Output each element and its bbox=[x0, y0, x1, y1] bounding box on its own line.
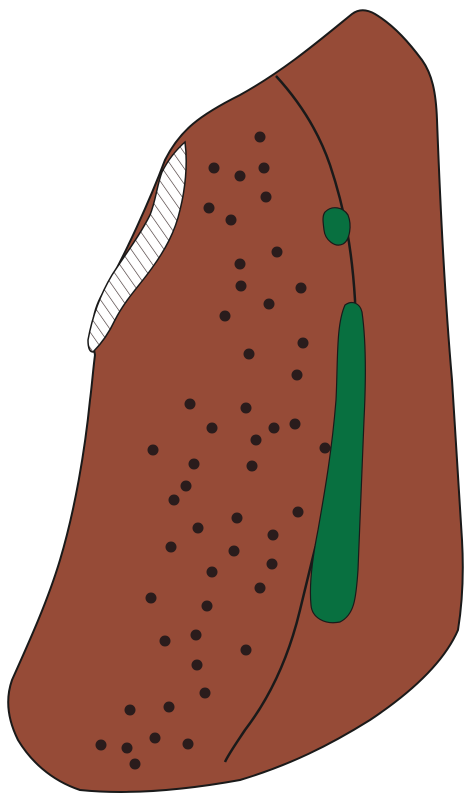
dot-marker bbox=[267, 559, 278, 570]
dot-marker bbox=[125, 705, 136, 716]
dot-marker bbox=[255, 132, 266, 143]
dot-marker bbox=[200, 688, 211, 699]
dot-marker bbox=[122, 743, 133, 754]
dot-marker bbox=[169, 495, 180, 506]
dot-marker bbox=[259, 163, 270, 174]
dot-marker bbox=[207, 423, 218, 434]
dot-marker bbox=[191, 630, 202, 641]
dot-marker bbox=[232, 513, 243, 524]
dot-marker bbox=[183, 739, 194, 750]
dot-marker bbox=[185, 399, 196, 410]
dot-marker bbox=[247, 461, 258, 472]
dot-marker bbox=[189, 459, 200, 470]
dot-marker bbox=[241, 403, 252, 414]
dot-marker bbox=[192, 660, 203, 671]
dot-marker bbox=[166, 542, 177, 553]
dot-marker bbox=[251, 435, 262, 446]
dot-marker bbox=[268, 530, 279, 541]
dot-marker bbox=[96, 740, 107, 751]
dot-marker bbox=[204, 203, 215, 214]
dot-marker bbox=[160, 636, 171, 647]
dot-marker bbox=[235, 259, 246, 270]
dot-marker bbox=[261, 192, 272, 203]
dot-marker bbox=[269, 423, 280, 434]
dot-marker bbox=[298, 338, 309, 349]
dot-marker bbox=[148, 445, 159, 456]
dot-marker bbox=[130, 759, 141, 770]
dot-marker bbox=[320, 443, 331, 454]
dot-marker bbox=[150, 733, 161, 744]
dot-marker bbox=[293, 507, 304, 518]
dot-marker bbox=[255, 583, 266, 594]
dot-marker bbox=[264, 299, 275, 310]
dot-marker bbox=[241, 645, 252, 656]
dot-marker bbox=[209, 163, 220, 174]
dot-marker bbox=[296, 283, 307, 294]
dot-marker bbox=[290, 419, 301, 430]
main-body bbox=[8, 10, 463, 792]
dot-marker bbox=[229, 546, 240, 557]
dot-marker bbox=[202, 601, 213, 612]
dot-marker bbox=[292, 370, 303, 381]
dot-marker bbox=[207, 567, 218, 578]
dot-marker bbox=[181, 481, 192, 492]
dot-marker bbox=[193, 523, 204, 534]
dot-marker bbox=[146, 593, 157, 604]
dot-marker bbox=[244, 349, 255, 360]
dot-marker bbox=[235, 171, 246, 182]
dot-marker bbox=[236, 281, 247, 292]
dot-marker bbox=[226, 215, 237, 226]
dot-marker bbox=[272, 247, 283, 258]
dot-marker bbox=[164, 702, 175, 713]
dot-marker bbox=[220, 311, 231, 322]
